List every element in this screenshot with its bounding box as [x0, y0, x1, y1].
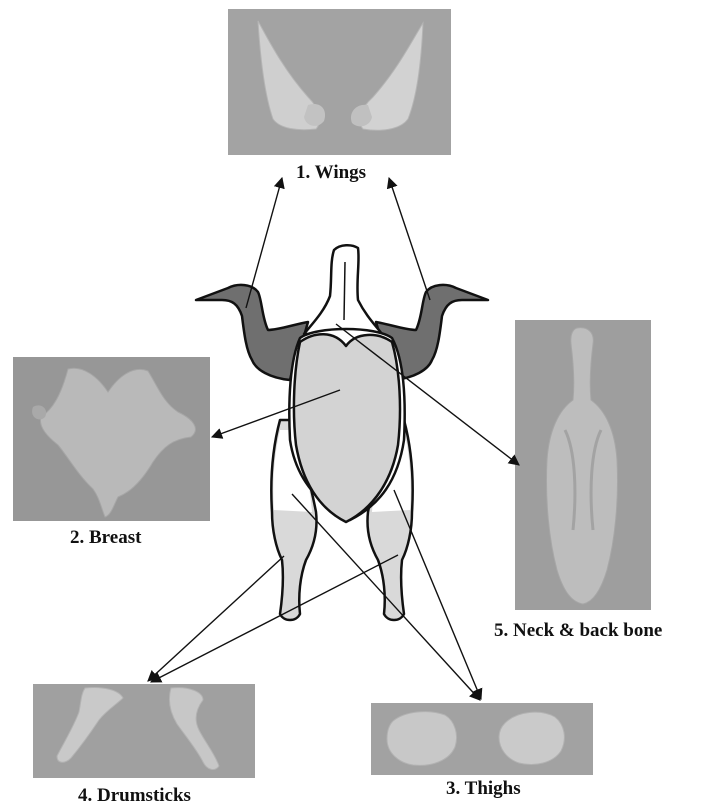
neck-shape [304, 245, 382, 334]
arrow-right-wing [389, 178, 430, 300]
arrow-right-thigh [394, 490, 481, 699]
neck-center-line [344, 262, 345, 320]
arrow-left-drumstick [148, 556, 284, 681]
arrow-left-wing [246, 178, 282, 308]
arrow-right-drumstick [151, 555, 398, 682]
